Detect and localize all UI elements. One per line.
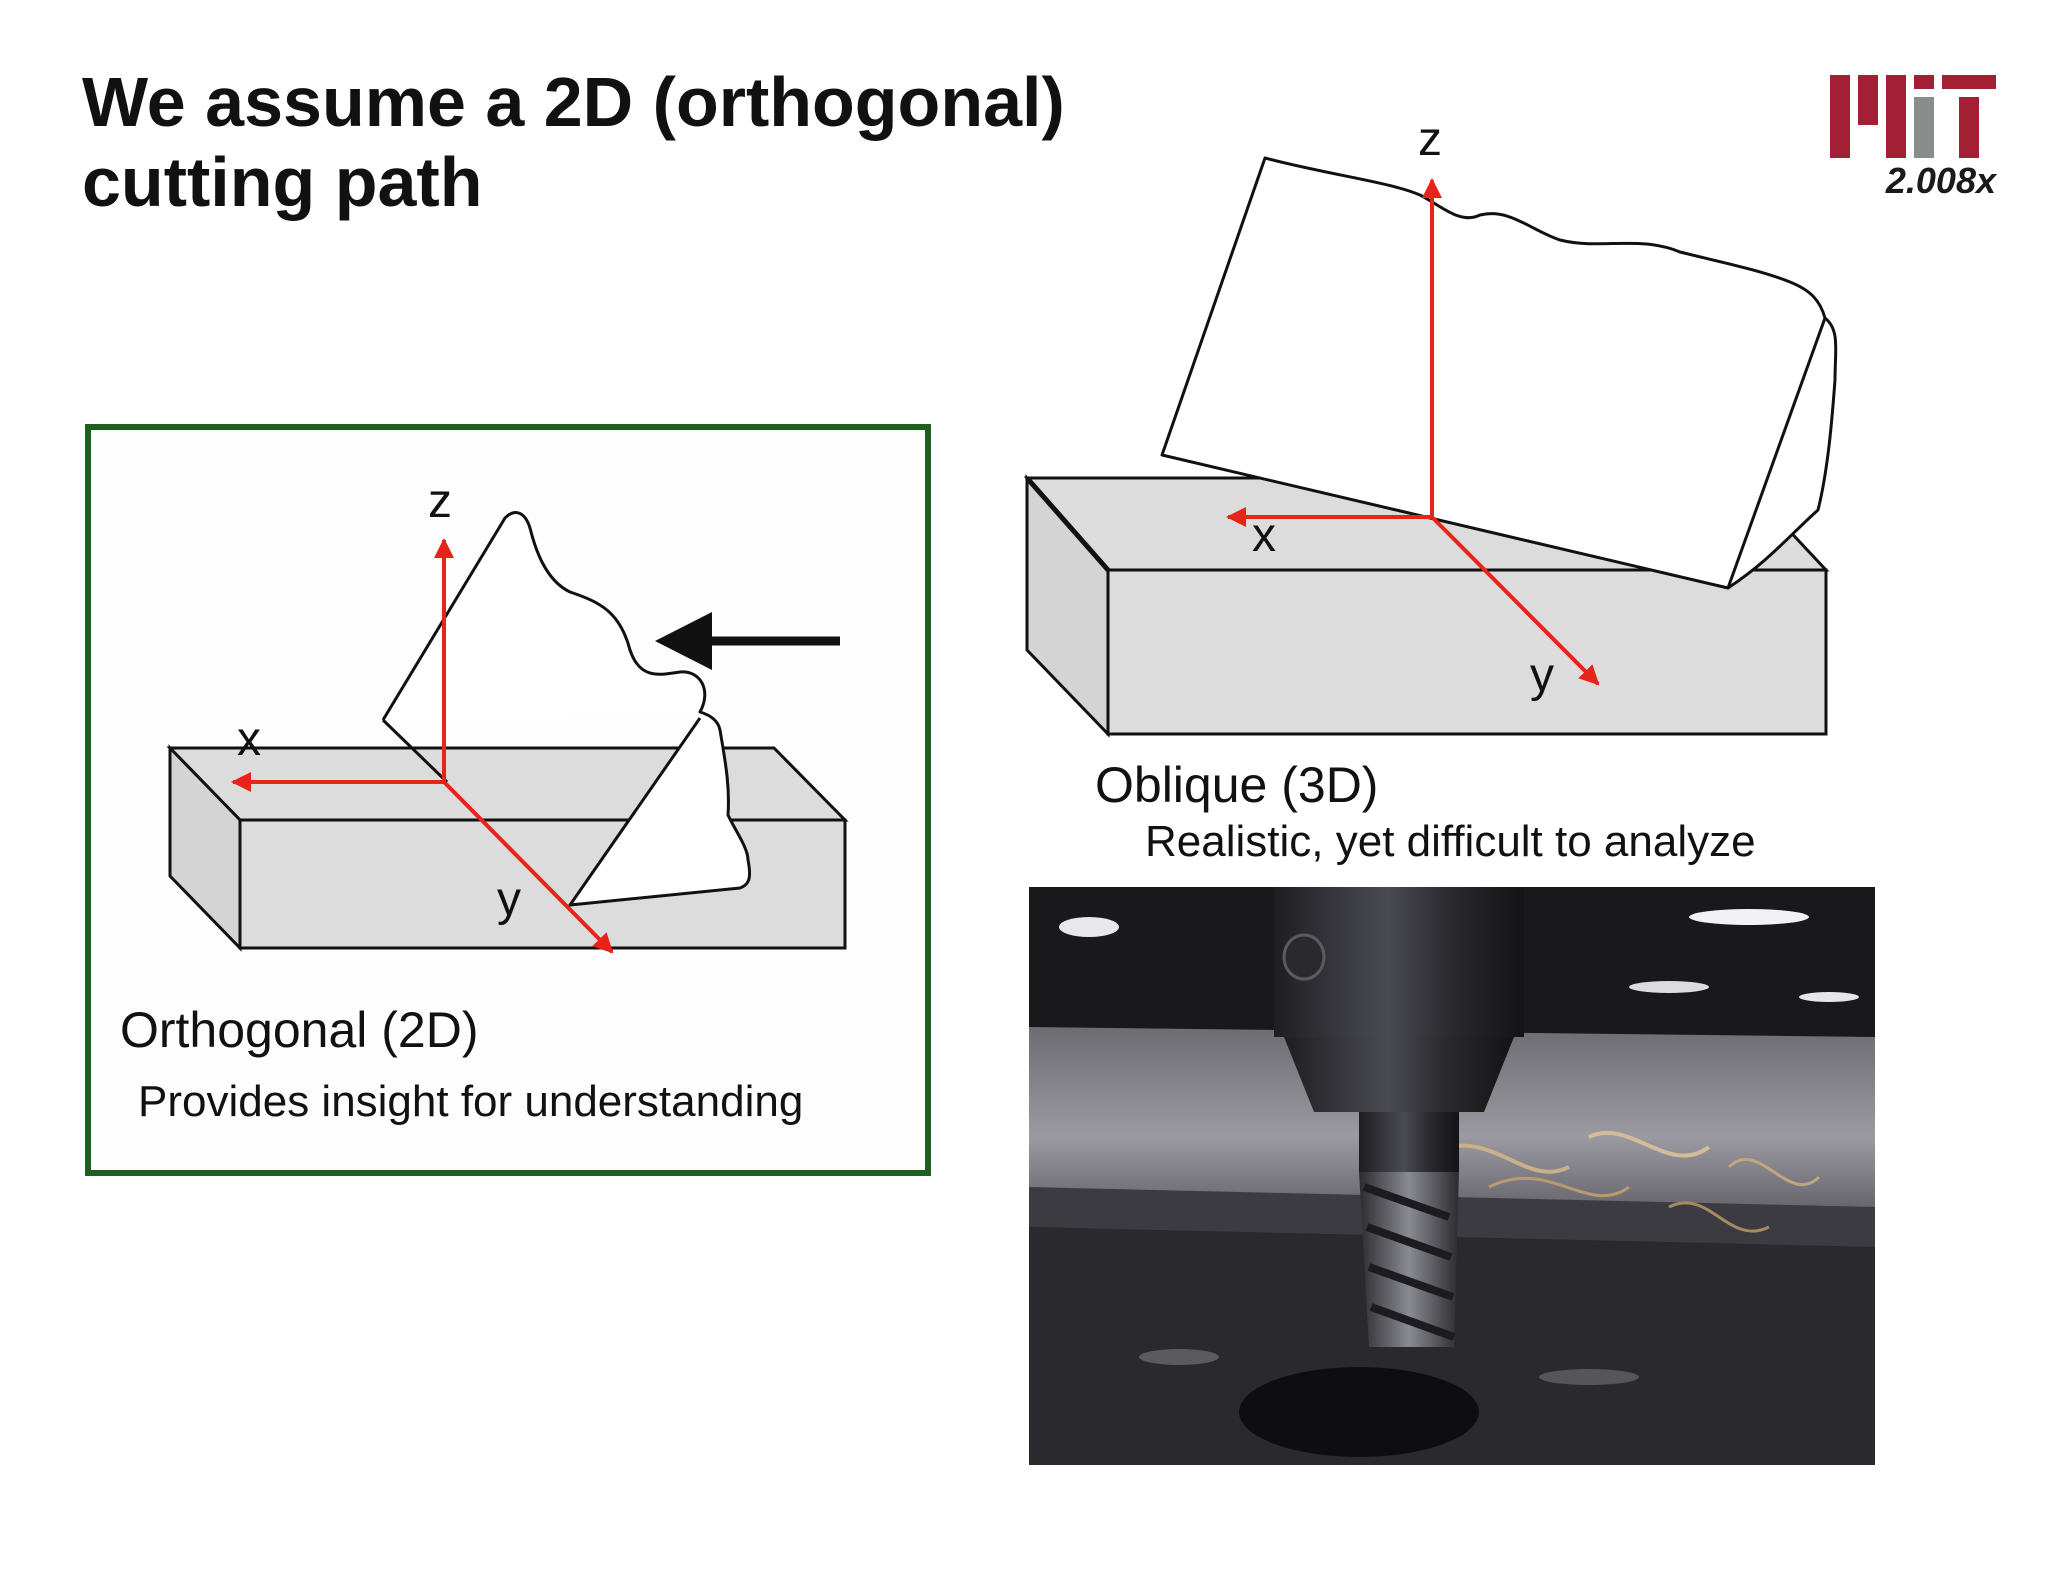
orthogonal-cutting-tool (381, 511, 752, 907)
logo-bar-1 (1830, 75, 1850, 158)
title-line-2: cutting path (82, 143, 483, 221)
logo-bar-7 (1959, 97, 1979, 158)
oblique-z-label: z (1418, 113, 1442, 166)
orthogonal-subcaption: Provides insight for understanding (138, 1077, 804, 1126)
mit-logo (1830, 75, 1996, 158)
logo-bar-3 (1886, 75, 1906, 158)
logo-bar-5 (1914, 97, 1934, 158)
ortho-y-label: y (497, 873, 521, 926)
left-arrow-icon (655, 612, 840, 670)
ortho-x-label: x (237, 713, 261, 766)
slide-title: We assume a 2D (orthogonal) cutting path (82, 62, 1065, 222)
orthogonal-caption: Orthogonal (2D) (120, 1002, 479, 1058)
logo-bar-6 (1942, 75, 1996, 89)
oblique-cutting-tool (1160, 156, 1838, 590)
title-line-1: We assume a 2D (orthogonal) (82, 63, 1065, 141)
oblique-x-label: x (1252, 509, 1276, 562)
end-mill-cutting-photo (1029, 887, 1875, 1465)
logo-bar-4 (1914, 75, 1934, 89)
oblique-caption: Oblique (3D) (1095, 757, 1379, 813)
logo-course-number: 2.008x (1885, 160, 1996, 201)
oblique-y-label: y (1530, 649, 1554, 702)
ortho-z-label: z (428, 475, 452, 528)
logo-bar-2 (1858, 75, 1878, 125)
ortho-y-axis (442, 780, 614, 954)
photo-illustration (1029, 887, 1875, 1465)
oblique-subcaption: Realistic, yet difficult to analyze (1145, 817, 1756, 866)
oblique-y-axis (1430, 515, 1600, 686)
